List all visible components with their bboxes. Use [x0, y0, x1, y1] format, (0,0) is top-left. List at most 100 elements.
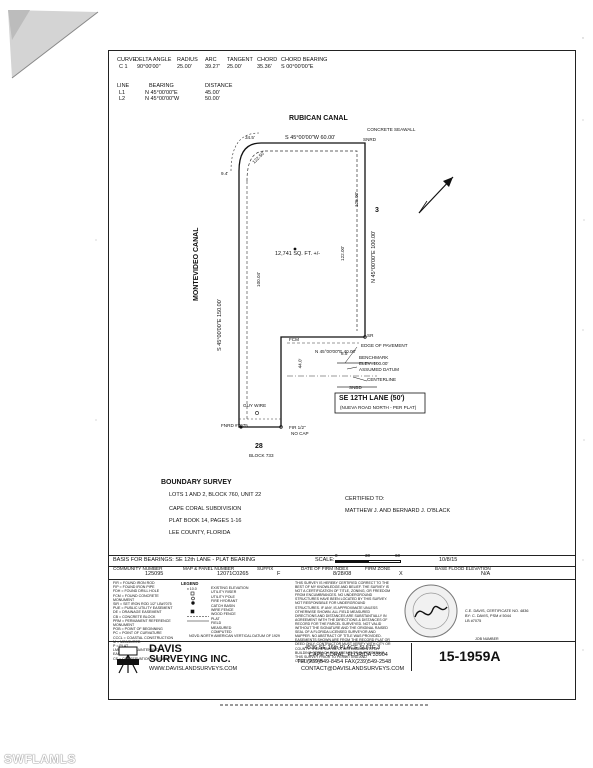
seawall-label: CONCRETE SEAWALL: [367, 127, 416, 132]
abbrev-0: FIR = FOUND IRON ROD: [113, 581, 155, 585]
flood-label: BASE FLOOD ELEVATION: [435, 566, 491, 571]
legend-title: LEGEND: [181, 581, 199, 586]
line-header-1: BEARING: [149, 83, 174, 89]
line-cell-1-2: 50.00': [205, 96, 220, 102]
legend-item-7: PLAT: [211, 616, 220, 621]
suffix-value: F: [277, 571, 281, 577]
plat-drawing: [230, 132, 454, 429]
curve-cell-5: 35.36': [257, 64, 272, 70]
scale-bar: [335, 560, 401, 563]
basis-label: BASIS FOR BEARINGS: SE 12th LANE - PLAT …: [113, 557, 256, 563]
abbrev-11: CCCL = COASTAL CONSTRUCTION: [113, 635, 174, 640]
company-address-2: CAPE CORAL, FLORIDA 33904: [309, 652, 388, 658]
assumed-datum-label: ASSUMED DATUM: [359, 367, 399, 372]
curve-header-6: CHORD BEARING: [281, 57, 328, 63]
company-email: CONTACT@DAVISLANDSURVEYS.COM: [301, 666, 405, 672]
info-row: [109, 565, 575, 580]
measure-1: 9.4': [221, 171, 229, 176]
legend-item-2: UTILITY POLE: [211, 594, 235, 599]
curve-header-2: RADIUS: [177, 57, 198, 63]
rubican-canal-label: RUBICAN CANAL: [289, 115, 348, 122]
montevideo-canal-label: MONTEVIDEO CANAL: [193, 227, 200, 302]
date-label: 10/8/15: [439, 557, 458, 563]
curve-cell-6: S 00°00'00"E: [281, 64, 314, 70]
legend-item-5: WIRE FENCE: [211, 608, 234, 613]
curve-cell-0: C 1: [119, 64, 128, 70]
inner-bearing-label: N 45°00'00"E 40.00': [315, 349, 356, 354]
company-phone: TEL(239)549-8454 FAX(239)549-2548: [297, 659, 392, 665]
measure-2: 34.5': [245, 135, 255, 140]
abbrev-10: PC = POINT OF CURVATURE: [113, 631, 162, 636]
guy-wire-label: GUY WIRE: [243, 403, 267, 408]
survey-sheet: CURVE DELTA ANGLE RADIUS ARC TANGENT CHO…: [108, 50, 576, 700]
line-header-0: LINE: [117, 83, 130, 89]
owner-label: MATTHEW J. AND BERNARD J. O'BLACK: [345, 508, 451, 514]
scale-mark-2: 60: [395, 553, 401, 558]
sr-label: SR: [367, 333, 374, 338]
map-label: MAP & PANEL NUMBER: [183, 566, 235, 571]
legend-item-8: FIELD: [211, 621, 222, 626]
snbd-label: SNBD: [349, 385, 362, 390]
fir-label: FIR 1/2": [289, 425, 306, 430]
job-number-label: JOB NUMBER: [475, 637, 499, 641]
curve-header-4: TANGENT: [227, 57, 253, 63]
abbrev-3: FCM = FOUND CONCRETE MONUMENT: [113, 593, 159, 602]
top-bearing-label: S 45°00'00"W 60.00': [285, 135, 336, 141]
block-label: BLOCK 733: [249, 453, 274, 458]
scale-label: SCALE:: [315, 557, 335, 563]
abbrev-2: FDH = FOUND DRILL HOLE: [113, 589, 160, 594]
line-cell-0-0: L1: [119, 90, 126, 96]
scale-mark-0: 0: [335, 553, 338, 558]
firm-date-label: DATE OF FIRM INDEX: [301, 566, 349, 571]
signer-label: C.E. DAVIS, CERTIFICATE NO. 4836: [465, 609, 529, 613]
measure-4: 8.5': [341, 351, 349, 356]
measure-3: 125.00': [353, 192, 359, 207]
elev-label: ELEV=100.00': [359, 361, 389, 366]
curve-cell-2: 25.00': [177, 64, 192, 70]
no-cap-label: NO CAP: [291, 431, 309, 436]
company-name-2: SURVEYING INC.: [149, 654, 231, 665]
legend: LEGEND EXISTING ELEVATION UTILITY RISER …: [181, 581, 291, 639]
zone-value: X: [399, 571, 403, 577]
line-cell-1-1: N 45°00'00"W: [145, 96, 180, 102]
fnrd-label: FNRD #7075: [221, 423, 248, 428]
title-line-3: LEE COUNTY, FLORIDA: [169, 530, 231, 536]
mls-watermark: SWFLAMLS: [4, 752, 76, 766]
street-name-label: SE 12TH LANE (50'): [339, 395, 405, 402]
title-line-0: LOTS 1 AND 2, BLOCK 760, UNIT 22: [169, 492, 262, 498]
title-line-2: PLAT BOOK 14, PAGES 1-16: [169, 518, 242, 524]
page-curl: [0, 0, 100, 80]
centerline-label: CENTERLINE: [367, 377, 397, 382]
legend-item-6: WOOD FENCE: [211, 612, 236, 617]
company-address-1: 4536 SE 16th PLACE SUITE 3: [305, 645, 381, 651]
abbrev-7: CB = CONCRETE BLOCK: [113, 614, 156, 619]
fax-footer-line: [220, 704, 430, 706]
area-label: 12,741 SQ. FT. +/-: [275, 251, 321, 257]
survey-title: BOUNDARY SURVEY: [161, 479, 232, 486]
right-bearing-label: N 45°00'00"E 100.00': [371, 230, 377, 283]
signer2-label: BY: C. DAVIS, PSM # 5044: [465, 614, 511, 618]
lot-3-label: 3: [375, 207, 379, 214]
curve-header-5: CHORD: [257, 57, 278, 63]
line-cell-0-2: 45.00': [205, 90, 220, 96]
legend-item-9: MEASURED: [211, 625, 232, 630]
line-cell-0-1: N 45°00'00"E: [145, 90, 178, 96]
abbrev-8: PRM = PERMANENT REFERENCE MONUMENT: [113, 618, 171, 628]
zone-label: FIRM ZONE: [365, 566, 391, 571]
job-number: 15-1959A: [439, 648, 501, 664]
abbrev-15: CE = CONSERVATION EASEMENT: [113, 656, 172, 661]
snrd-label: SNRD: [363, 137, 377, 142]
community-value: 125095: [145, 571, 164, 577]
curve-header-1: DELTA ANGLE: [135, 57, 172, 63]
certified-to-label: CERTIFIED TO:: [345, 496, 385, 502]
block-lot-label: 28: [255, 443, 263, 450]
abbrev-4: SIR = SET IRON ROD 1/2" LB#7075: [113, 602, 172, 607]
street-sub-label: (NUEVA ROAD NORTH - PER PLAT): [340, 405, 417, 410]
legend-item-10: COMPUTED: [211, 630, 232, 635]
certification-text: THIS SURVEY IS HEREBY CERTIFIED CORRECT …: [295, 581, 391, 663]
company-name-1: DAVIS: [149, 643, 182, 655]
line-header-2: DISTANCE: [205, 83, 233, 89]
community-label: COMMUNITY NUMBER: [113, 566, 163, 571]
job-number-box: [411, 643, 574, 671]
company-logo-icon: [117, 646, 139, 674]
